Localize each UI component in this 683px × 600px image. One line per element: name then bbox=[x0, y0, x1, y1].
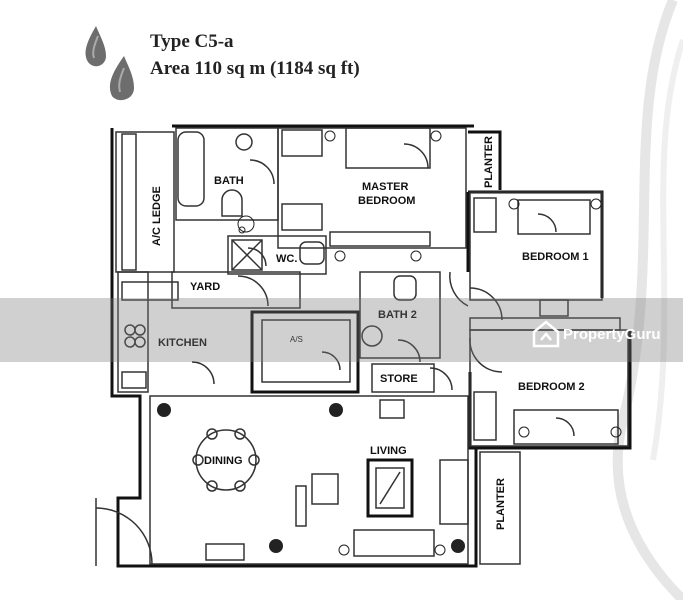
rug-icon bbox=[366, 458, 414, 518]
dining-table-icon bbox=[195, 429, 257, 491]
bath2-room bbox=[359, 271, 441, 359]
right-upper-wall bbox=[468, 190, 604, 298]
planter-wall-top bbox=[468, 130, 502, 190]
propertyguru-logo-icon bbox=[532, 320, 560, 348]
living-dining bbox=[149, 395, 469, 565]
plant-icons bbox=[157, 403, 465, 553]
label-planter-bottom: PLANTER bbox=[495, 478, 507, 530]
plan-header: Type C5-a Area 110 sq m (1184 sq ft) bbox=[150, 28, 360, 82]
unit-area-label: Area 110 sq m (1184 sq ft) bbox=[150, 58, 360, 79]
bathtub-icon bbox=[177, 131, 205, 207]
store-room bbox=[371, 363, 435, 393]
basin-icon bbox=[235, 133, 253, 151]
shaft bbox=[250, 310, 360, 394]
toilet-icon bbox=[221, 189, 243, 217]
watermark-band bbox=[0, 298, 683, 362]
master-bed-icon bbox=[345, 127, 431, 169]
yard bbox=[171, 271, 301, 309]
label-yard: YARD bbox=[190, 281, 220, 293]
label-bath: BATH bbox=[214, 175, 244, 187]
label-living: LIVING bbox=[370, 445, 407, 457]
bedroom1 bbox=[469, 191, 603, 301]
label-bath2: BATH 2 bbox=[378, 309, 417, 321]
kitchen bbox=[117, 271, 149, 393]
label-ac-ledge: A/C LEDGE bbox=[151, 186, 163, 246]
label-bedroom2: BEDROOM 2 bbox=[518, 381, 585, 393]
label-wc: WC. bbox=[276, 253, 297, 265]
background-swirl bbox=[612, 0, 683, 600]
label-dining: DINING bbox=[204, 455, 243, 467]
label-master-line2: BEDROOM bbox=[358, 195, 415, 207]
planter-bottom bbox=[479, 451, 521, 565]
label-bedroom1: BEDROOM 1 bbox=[522, 251, 589, 263]
label-kitchen: KITCHEN bbox=[158, 337, 207, 349]
bedroom1-bed-icon bbox=[517, 199, 591, 235]
label-master-line1: MASTER bbox=[362, 181, 409, 193]
living-sofa-icon bbox=[439, 459, 469, 525]
outer-wall bbox=[110, 128, 478, 568]
bedroom2-bed-icon bbox=[513, 409, 619, 445]
logo-drops-icon bbox=[85, 26, 134, 101]
ac-ledge bbox=[115, 131, 175, 273]
wc-room bbox=[227, 235, 327, 275]
label-shaft: A/S bbox=[290, 335, 303, 344]
label-planter-top: PLANTER bbox=[483, 136, 495, 188]
living-sofa-bottom-icon bbox=[353, 529, 435, 557]
unit-type-label: Type C5-a bbox=[150, 31, 234, 52]
label-store: STORE bbox=[380, 373, 418, 385]
watermark-brand: PropertyGuru bbox=[563, 326, 661, 343]
